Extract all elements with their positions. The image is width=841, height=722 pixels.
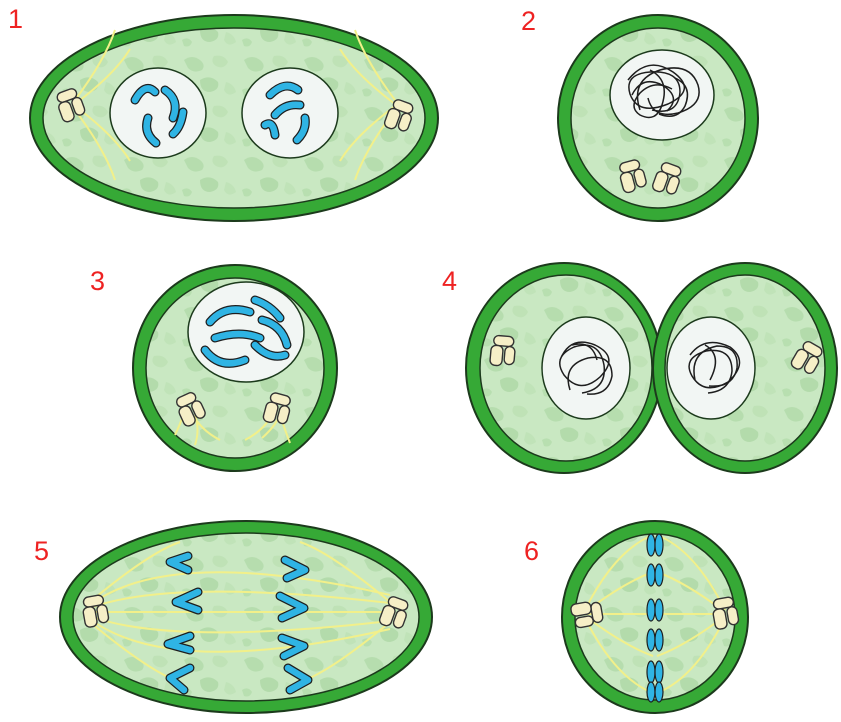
panel-label-3: 3 bbox=[90, 266, 105, 296]
panel-1: 1 bbox=[8, 4, 438, 221]
panel-4: 4 bbox=[442, 263, 837, 473]
panel-label-6: 6 bbox=[524, 536, 539, 566]
nucleus-4b bbox=[667, 317, 755, 419]
panel-label-2: 2 bbox=[521, 6, 536, 36]
cytoplasm-5 bbox=[73, 533, 419, 701]
cytoplasm-1 bbox=[43, 28, 425, 208]
panel-label-4: 4 bbox=[442, 266, 457, 296]
panel-2: 2 bbox=[521, 6, 758, 221]
panel-label-1: 1 bbox=[8, 4, 23, 34]
panel-3: 3 bbox=[90, 265, 337, 471]
panel-5: 5 bbox=[34, 521, 432, 713]
nucleus-4a bbox=[542, 317, 630, 419]
nucleus-1b bbox=[242, 68, 338, 158]
panel-6: 6 bbox=[524, 521, 748, 713]
panel-label-5: 5 bbox=[34, 536, 49, 566]
